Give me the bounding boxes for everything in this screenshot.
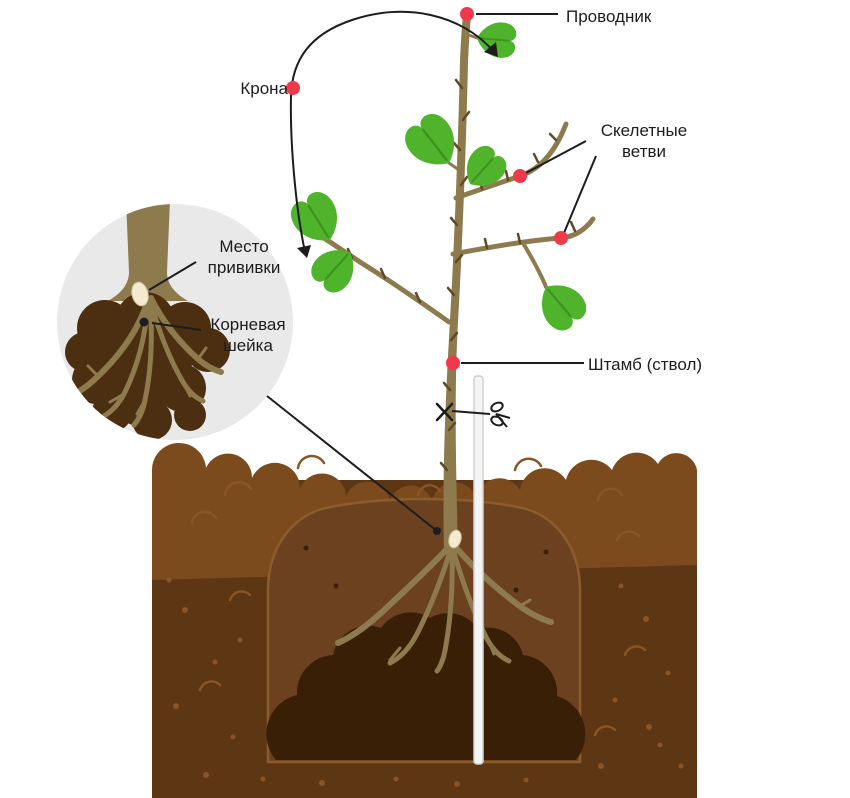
leader-label: Проводник [566, 7, 652, 26]
skeletal-marker-2 [554, 231, 568, 245]
tie-string [435, 401, 511, 428]
trunk-marker [446, 356, 460, 370]
graft-site-label: Место прививки [207, 237, 281, 278]
crown-label: Крона [240, 79, 288, 98]
skeletal-branches-label: Скелетные ветви [600, 121, 688, 162]
inset-pointer-to-tree [266, 395, 441, 535]
leaves [290, 22, 587, 331]
leaf-icon [405, 114, 455, 165]
soil [151, 442, 698, 798]
leaf-icon [541, 285, 587, 331]
leader-marker [460, 7, 474, 21]
crown-arc [289, 10, 495, 253]
inset-circle [57, 204, 293, 440]
inset-root-collar-dot [139, 317, 149, 327]
leaf-icon [311, 250, 354, 293]
leaf-icon [477, 22, 517, 58]
tree [290, 16, 596, 552]
graft-pointer-line [148, 261, 197, 291]
inset-trunk [108, 204, 188, 301]
trunk-label: Штамб (ствол) [588, 355, 703, 374]
skeletal-line-2 [563, 155, 597, 234]
pit-speckles [303, 545, 549, 593]
compost-mound [266, 612, 586, 760]
markers [286, 7, 568, 370]
skeletal-marker-1 [513, 169, 527, 183]
support-stake [473, 375, 484, 765]
skeletal-line-1 [525, 140, 587, 174]
root-collar-label: Корневая шейка [210, 315, 286, 356]
annotations [148, 10, 597, 364]
tree-trunk [443, 16, 471, 552]
collar-pointer-line [151, 322, 202, 331]
mulch-texture [190, 454, 641, 542]
crown-arrow-bottom [297, 245, 311, 258]
tie-knot-bow [490, 401, 511, 428]
tree-root-collar-dot [433, 527, 441, 535]
crown-marker [286, 81, 300, 95]
leaf-icon [290, 192, 338, 241]
crown-arrow-top [484, 42, 498, 57]
tree-graft-oval [448, 529, 462, 549]
leaf-icon [466, 145, 507, 186]
tree-roots [335, 540, 554, 674]
inset-graft-oval [131, 281, 149, 307]
soil-speckles [166, 577, 684, 787]
